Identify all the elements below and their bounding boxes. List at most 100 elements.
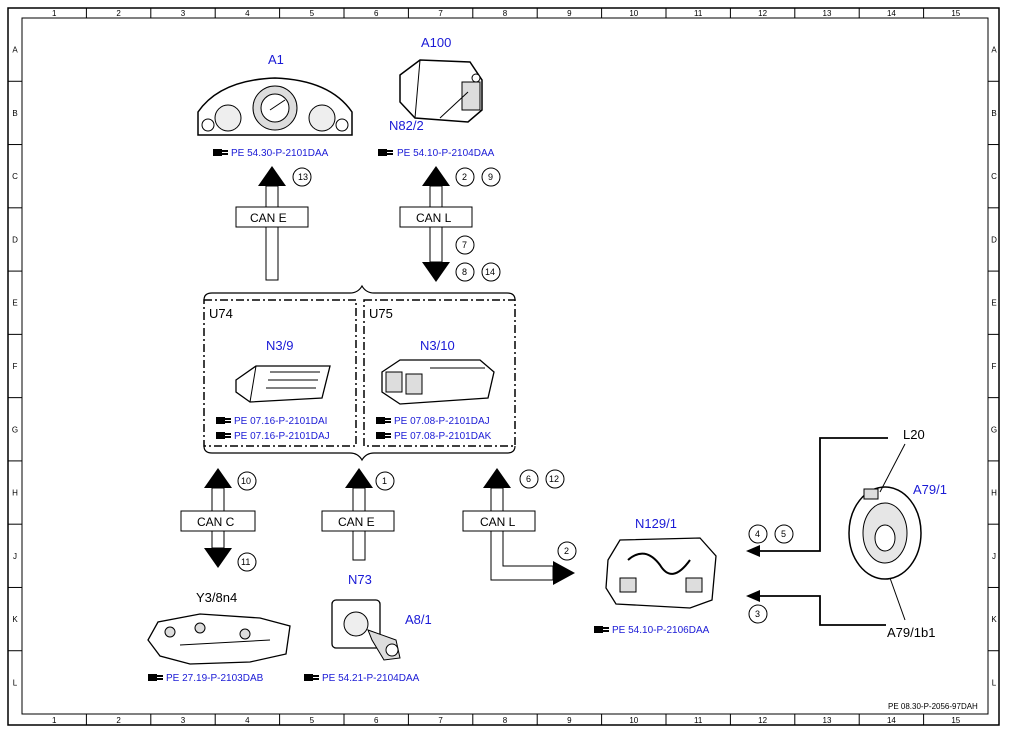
grid-labels: 1122334455667788991010111112121313141415… — [12, 9, 997, 725]
grid-label: B — [991, 109, 996, 118]
a79-1-label: A79/1 — [913, 482, 947, 497]
grid-label: 12 — [758, 716, 767, 725]
a1-label: A1 — [268, 52, 284, 67]
grid-label: D — [991, 235, 997, 244]
y3-ref: PE 27.19-P-2103DAB — [166, 673, 264, 684]
grid-ticks — [8, 8, 999, 725]
grid-label: K — [991, 615, 997, 624]
n73-label: N73 — [348, 572, 372, 587]
sig-13: 13 — [298, 172, 308, 182]
sig-3: 3 — [755, 609, 760, 619]
border-frame — [7, 7, 1000, 726]
grid-label: 10 — [629, 716, 638, 725]
grid-label: 3 — [181, 9, 186, 18]
grid-label: 1 — [52, 716, 57, 725]
y3-label: Y3/8n4 — [196, 590, 237, 605]
sig-2b: 2 — [564, 546, 569, 556]
signal-circles-bottom — [237, 469, 577, 572]
n3-9-ref1: PE 07.16-P-2101DAI — [234, 416, 327, 427]
sig-8: 8 — [462, 267, 467, 277]
grid-label: 2 — [116, 716, 121, 725]
a8-1-label: A8/1 — [405, 612, 432, 627]
n129-1-label: N129/1 — [635, 516, 677, 531]
n129-module-drawing — [605, 537, 717, 609]
grid-label: C — [12, 172, 18, 181]
grid-label: 5 — [310, 9, 315, 18]
grid-label: 11 — [694, 716, 703, 725]
clockspring-drawing — [848, 443, 922, 621]
y3-valve-body-drawing — [147, 613, 291, 665]
sig-4: 4 — [755, 529, 760, 539]
signal-circles-right — [748, 524, 794, 624]
grid-label: E — [991, 299, 996, 308]
n129-1-ref: PE 54.10-P-2106DAA — [612, 625, 710, 636]
n3-10-ecu-drawing — [381, 359, 495, 405]
sig-12: 12 — [549, 474, 559, 484]
n3-10-ref1: PE 07.08-P-2101DAJ — [394, 416, 490, 427]
grid-label: 15 — [951, 716, 960, 725]
grid-label: F — [992, 362, 997, 371]
grid-label: J — [992, 552, 996, 561]
grid-label: 14 — [887, 716, 896, 725]
l20-label: L20 — [903, 427, 925, 442]
grid-label: E — [12, 299, 17, 308]
grid-label: 15 — [951, 9, 960, 18]
n73-ref: PE 54.21-P-2104DAA — [322, 673, 420, 684]
ignition-switch-drawing — [331, 599, 401, 661]
grid-label: K — [12, 615, 18, 624]
sig-5: 5 — [781, 529, 786, 539]
grid-label: A — [991, 46, 997, 55]
sig-2: 2 — [462, 172, 467, 182]
arrow-can-l-bottom — [483, 468, 575, 585]
grid-label: G — [12, 425, 18, 434]
n3-10-label: N3/10 — [420, 338, 455, 353]
a100-ref: PE 54.10-P-2104DAA — [397, 148, 495, 159]
sig-14: 14 — [485, 267, 495, 277]
grid-label: F — [13, 362, 18, 371]
a100-module-drawing — [399, 59, 483, 123]
grid-label: B — [12, 109, 17, 118]
can-e-top-label: CAN E — [250, 211, 287, 225]
brace-top — [203, 284, 516, 301]
u75-box — [363, 299, 516, 447]
grid-label: L — [992, 678, 997, 687]
u75-label: U75 — [369, 306, 393, 321]
arrow-l20-to-n129 — [746, 437, 888, 557]
a1-ref: PE 54.30-P-2101DAA — [231, 148, 329, 159]
grid-label: 2 — [116, 9, 121, 18]
can-l-top-label: CAN L — [416, 211, 452, 225]
signal-circles-top — [292, 167, 501, 282]
grid-label: 7 — [438, 716, 443, 725]
grid-label: 13 — [823, 9, 832, 18]
a100-label: A100 — [421, 35, 451, 50]
sig-6: 6 — [526, 474, 531, 484]
n3-10-ref2: PE 07.08-P-2101DAK — [394, 431, 492, 442]
grid-label: A — [12, 46, 18, 55]
n3-9-ecu-drawing — [235, 365, 331, 403]
grid-label: 1 — [52, 9, 57, 18]
can-c-label: CAN C — [197, 515, 235, 529]
sig-10: 10 — [241, 476, 251, 486]
grid-label: 8 — [503, 9, 508, 18]
grid-label: H — [991, 489, 997, 498]
grid-label: G — [991, 425, 997, 434]
u74-label: U74 — [209, 306, 233, 321]
grid-label: 8 — [503, 716, 508, 725]
u74-box — [203, 299, 357, 447]
sig-1: 1 — [382, 476, 387, 486]
grid-label: D — [12, 235, 18, 244]
can-l-bottom-label: CAN L — [480, 515, 516, 529]
grid-label: 6 — [374, 9, 379, 18]
n82-2-label: N82/2 — [389, 118, 424, 133]
grid-label: L — [13, 678, 18, 687]
sig-9: 9 — [488, 172, 493, 182]
grid-label: 6 — [374, 716, 379, 725]
grid-label: J — [13, 552, 17, 561]
grid-label: 9 — [567, 9, 572, 18]
brace-bottom — [203, 445, 516, 462]
can-e-bottom-label: CAN E — [338, 515, 375, 529]
grid-label: 9 — [567, 716, 572, 725]
grid-label: H — [12, 489, 18, 498]
grid-label: 4 — [245, 9, 250, 18]
